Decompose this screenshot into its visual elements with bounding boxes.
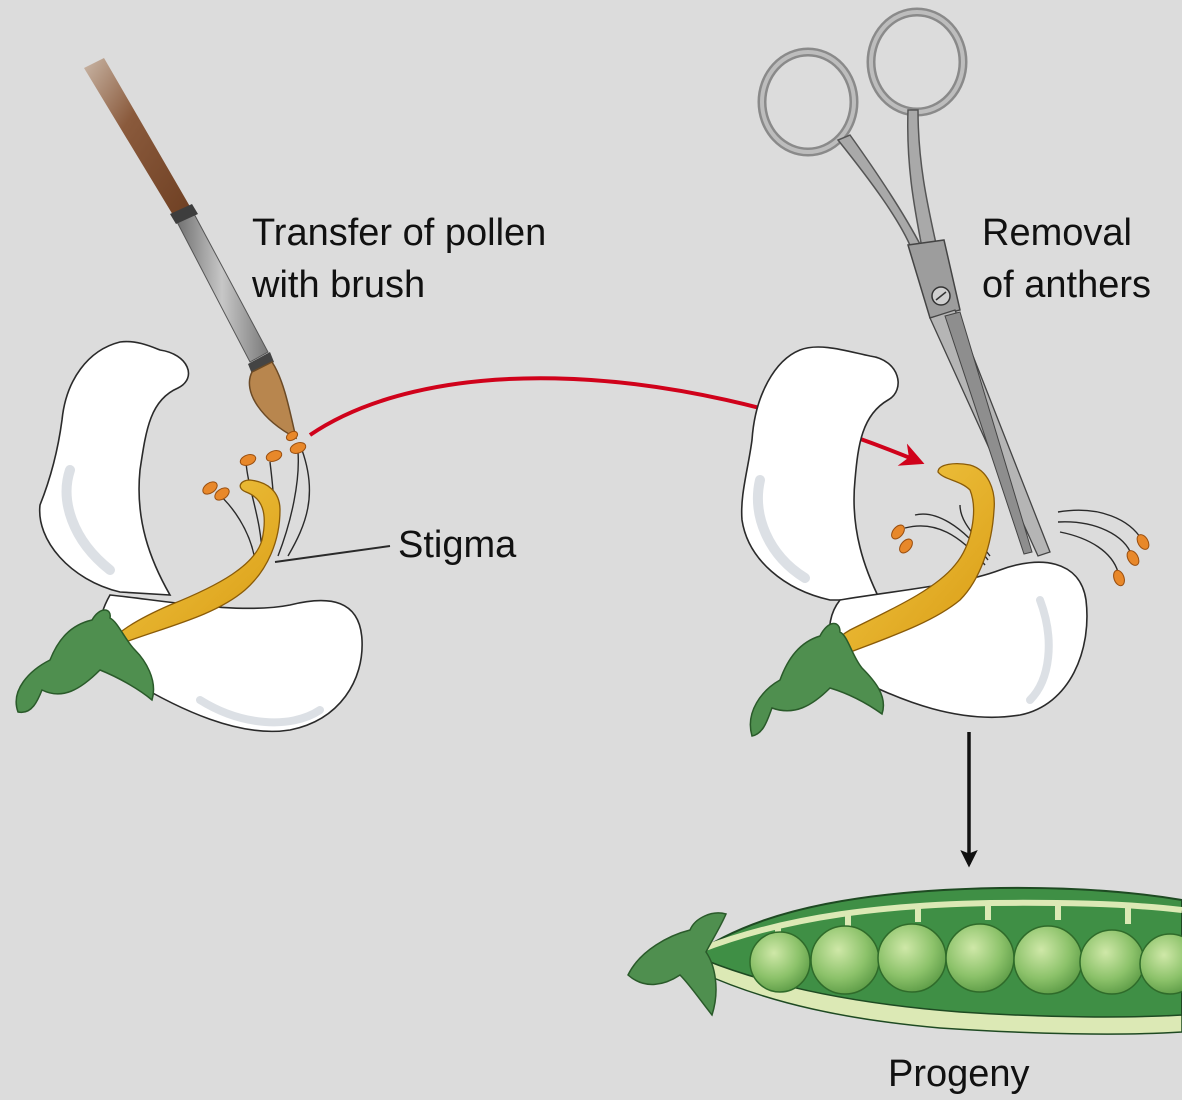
progeny-label: Progeny [888,1048,1030,1100]
stigma-label: Stigma [398,519,516,571]
transfer-label-line2: with brush [252,259,425,311]
left-flower [16,342,362,732]
pea-pod-icon [628,888,1182,1034]
right-flower [742,347,1152,736]
transfer-label-line1: Transfer of pollen [252,207,546,259]
removal-label-line2: of anthers [982,259,1151,311]
removal-label-line1: Removal [982,207,1132,259]
